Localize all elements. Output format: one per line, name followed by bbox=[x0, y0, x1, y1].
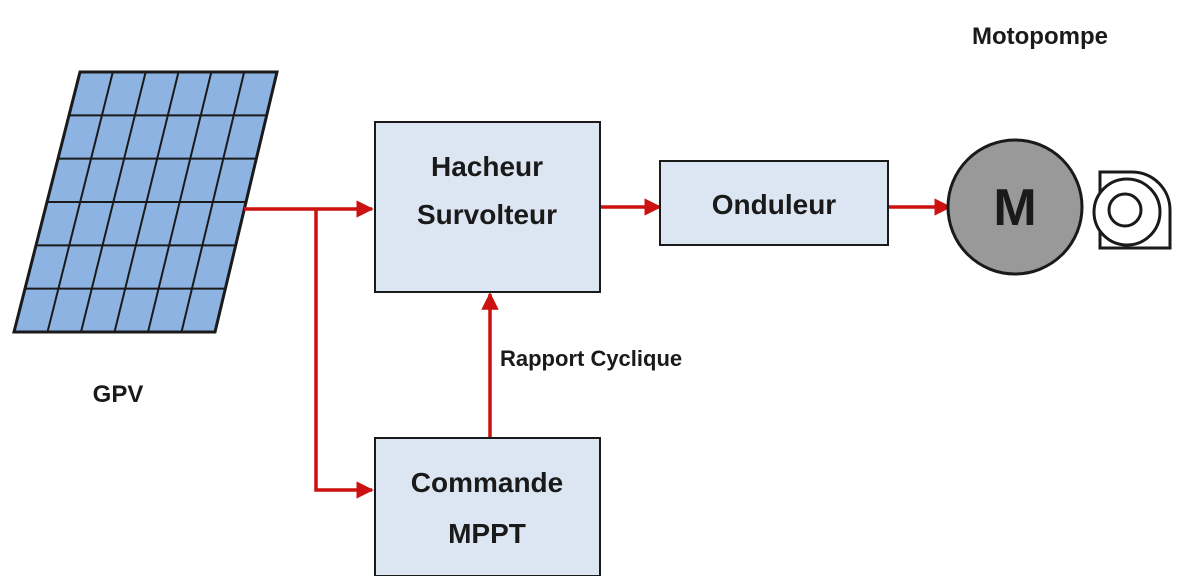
rapport-cyclique-label: Rapport Cyclique bbox=[500, 346, 682, 371]
commande-label-line1: Commande bbox=[411, 467, 563, 498]
gpv-label: GPV bbox=[93, 381, 144, 408]
commande-mppt-block: Commande MPPT bbox=[374, 437, 601, 576]
motor-letter: M bbox=[993, 179, 1036, 237]
hacheur-label-line1: Hacheur bbox=[431, 151, 543, 182]
solar-panel-icon bbox=[12, 70, 279, 334]
onduleur-block: Onduleur bbox=[659, 160, 889, 246]
pump-icon bbox=[1092, 170, 1172, 250]
wire-panel-to-commande bbox=[314, 209, 374, 499]
onduleur-label: Onduleur bbox=[712, 189, 837, 220]
hacheur-survolteur-block: Hacheur Survolteur bbox=[374, 121, 601, 293]
motor-icon: M bbox=[946, 138, 1084, 276]
connection-wires bbox=[244, 198, 952, 499]
hacheur-label-line2: Survolteur bbox=[417, 199, 557, 230]
motopompe-label: Motopompe bbox=[972, 23, 1108, 50]
commande-label-line2: MPPT bbox=[448, 518, 526, 549]
